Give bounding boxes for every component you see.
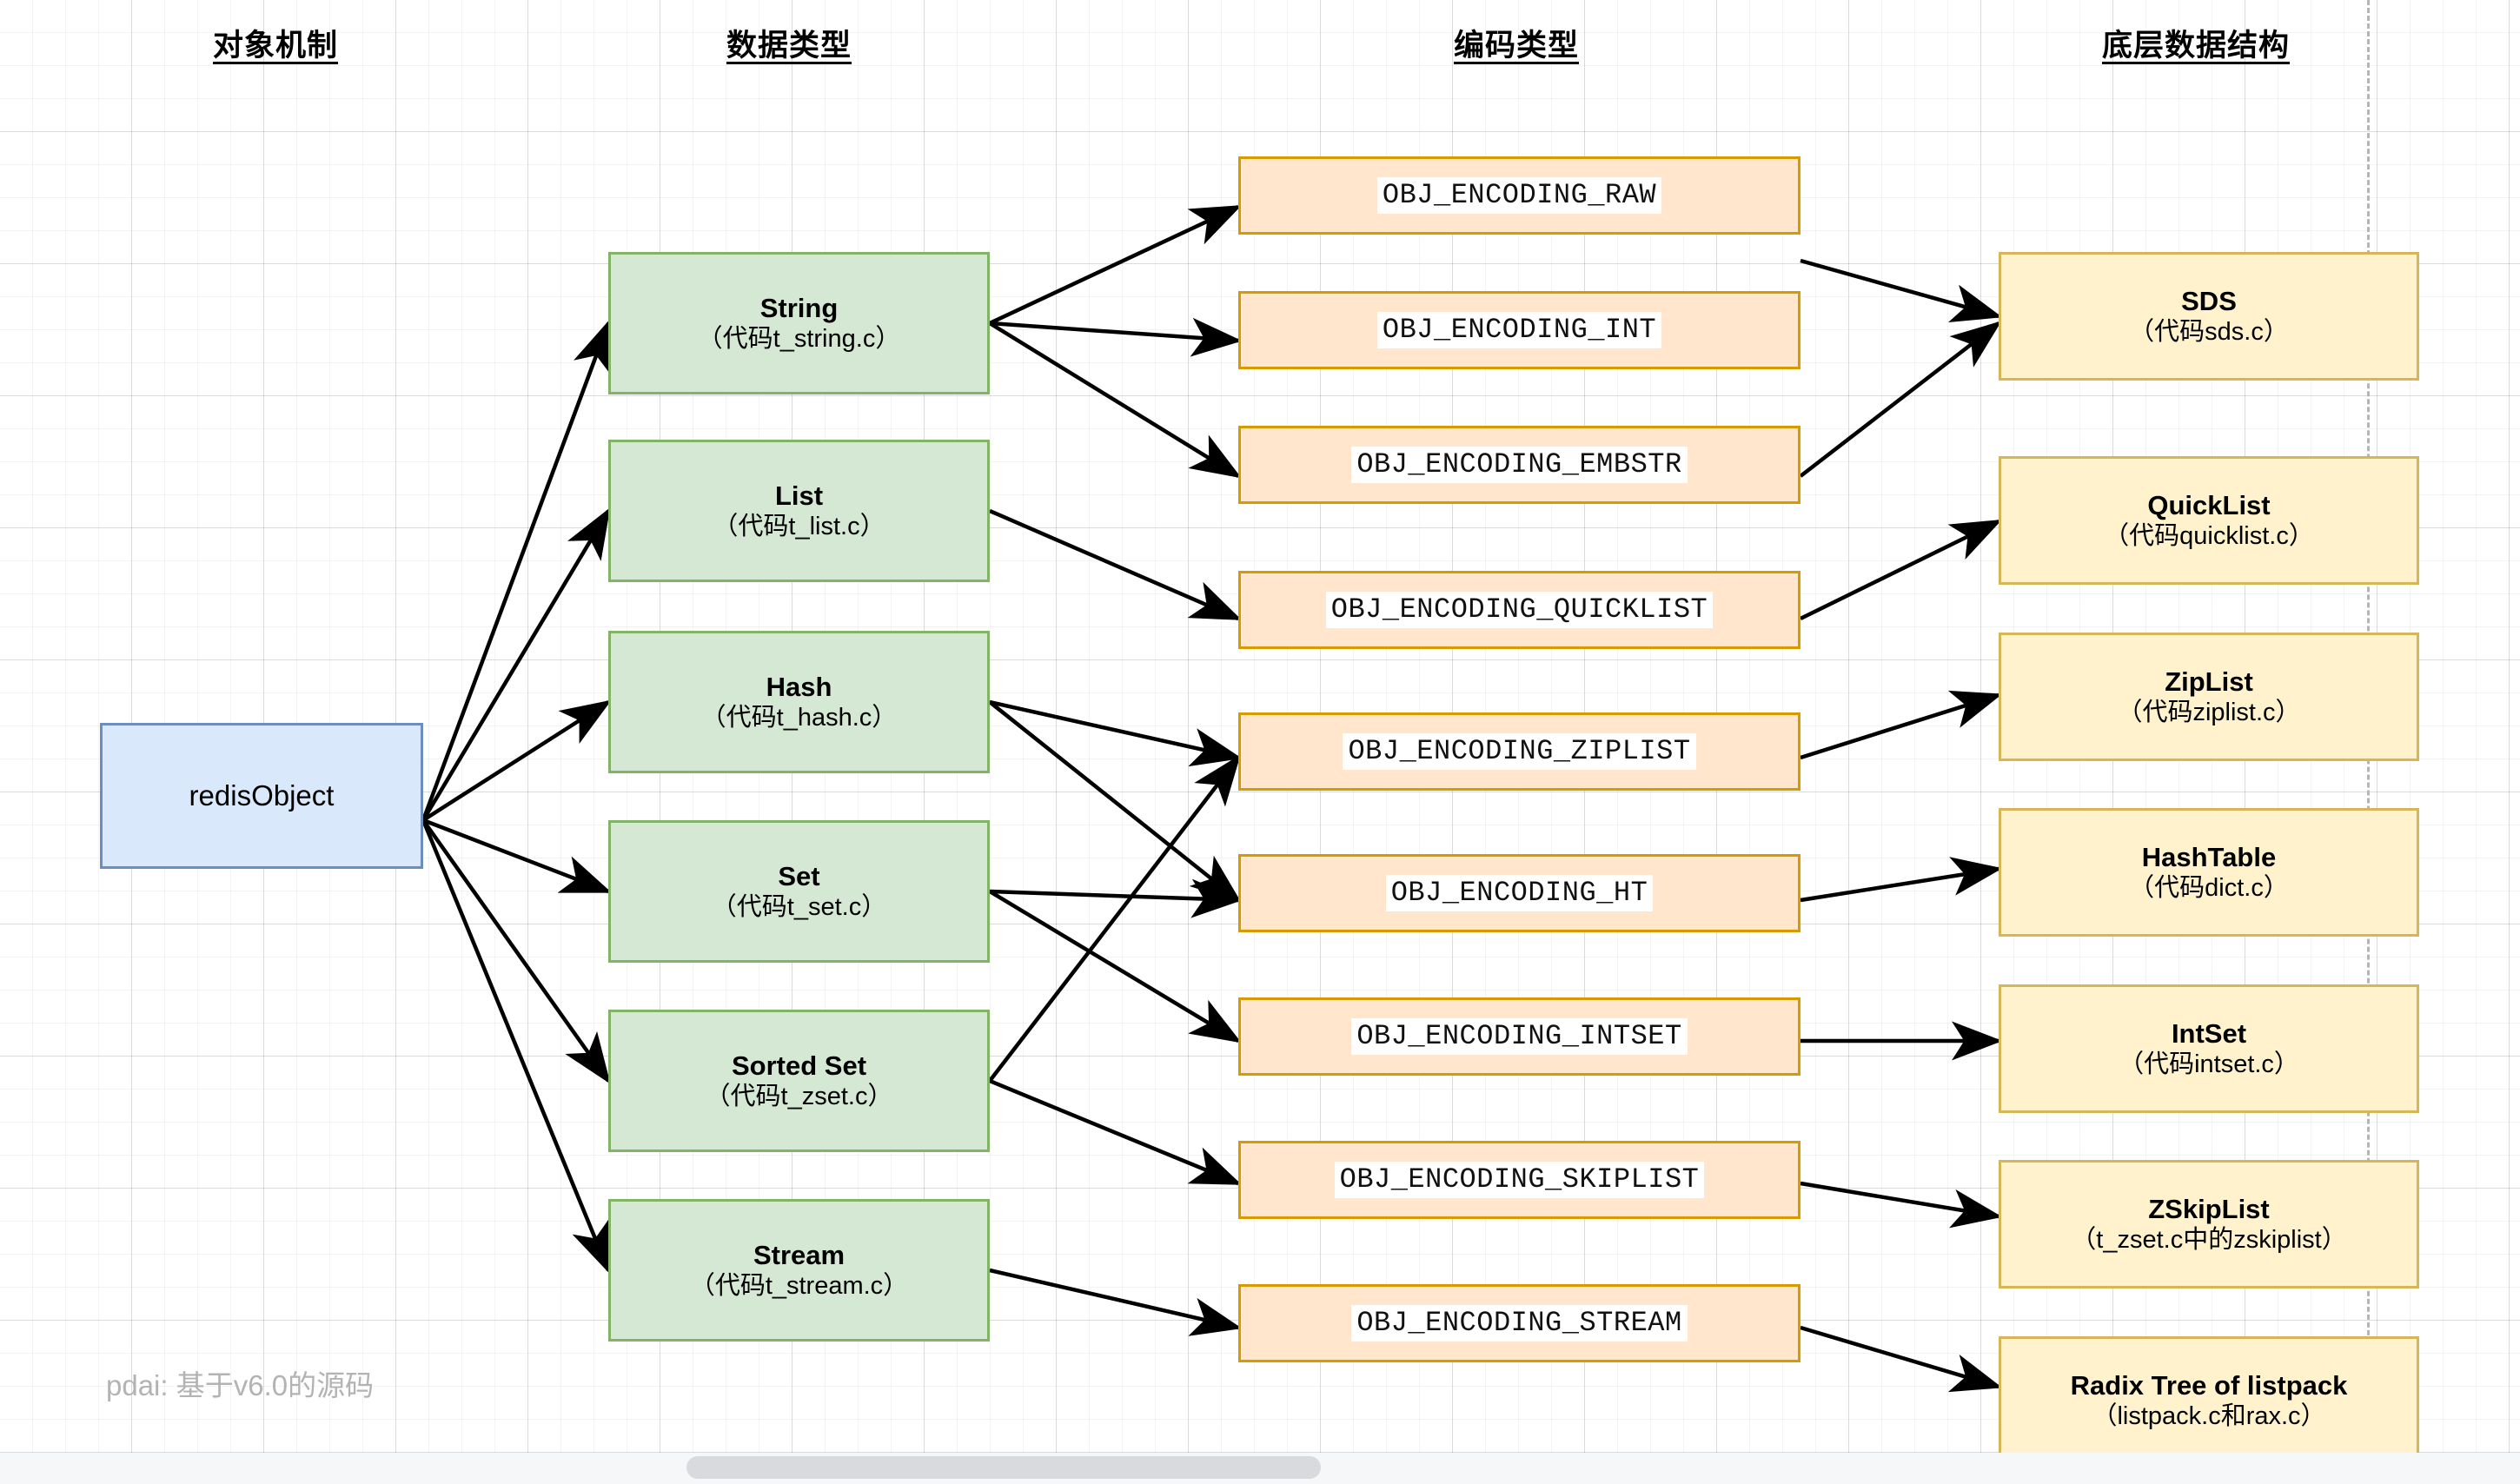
node-title: String xyxy=(759,292,839,323)
node-subtitle: （代码intset.c） xyxy=(2119,1050,2299,1079)
node-code-label: OBJ_ENCODING_STREAM xyxy=(1351,1305,1688,1342)
node-data-type-hash[interactable]: Hash （代码t_hash.c） xyxy=(608,631,990,773)
node-subtitle: （代码t_set.c） xyxy=(711,893,887,922)
node-structure-ziplist[interactable]: ZipList （代码ziplist.c） xyxy=(1999,633,2419,761)
node-title: IntSet xyxy=(2171,1017,2247,1049)
node-code-label: OBJ_ENCODING_INT xyxy=(1376,312,1662,348)
node-title: QuickList xyxy=(2147,489,2271,520)
node-redis-object-label: redisObject xyxy=(189,778,335,812)
node-redis-object[interactable]: redisObject xyxy=(100,723,423,869)
node-code-label: OBJ_ENCODING_HT xyxy=(1385,875,1654,911)
node-subtitle: （listpack.c和rax.c） xyxy=(2092,1402,2326,1431)
node-encoding-ziplist[interactable]: OBJ_ENCODING_ZIPLIST xyxy=(1238,712,1800,791)
column-header-data-type: 数据类型 xyxy=(726,29,852,63)
column-header-object-mechanism: 对象机制 xyxy=(212,29,339,63)
node-code-label: OBJ_ENCODING_EMBSTR xyxy=(1351,447,1688,483)
column-header-underlying-structure: 底层数据结构 xyxy=(2101,29,2291,63)
node-subtitle: （代码dict.c） xyxy=(2129,874,2289,903)
column-header-encoding-type: 编码类型 xyxy=(1453,29,1580,63)
node-structure-sds[interactable]: SDS （代码sds.c） xyxy=(1999,252,2419,381)
node-subtitle: （代码t_hash.c） xyxy=(700,704,898,732)
node-subtitle: （代码ziplist.c） xyxy=(2117,699,2301,727)
node-encoding-intset[interactable]: OBJ_ENCODING_INTSET xyxy=(1238,997,1800,1076)
node-encoding-ht[interactable]: OBJ_ENCODING_HT xyxy=(1238,854,1800,932)
node-code-label: OBJ_ENCODING_INTSET xyxy=(1351,1018,1688,1055)
horizontal-scrollbar-thumb[interactable] xyxy=(686,1456,1321,1479)
node-encoding-embstr[interactable]: OBJ_ENCODING_EMBSTR xyxy=(1238,426,1800,504)
node-structure-quicklist[interactable]: QuickList （代码quicklist.c） xyxy=(1999,456,2419,585)
node-data-type-sorted-set[interactable]: Sorted Set （代码t_zset.c） xyxy=(608,1010,990,1152)
node-data-type-set[interactable]: Set （代码t_set.c） xyxy=(608,820,990,963)
node-subtitle: （代码t_string.c） xyxy=(697,325,901,354)
node-encoding-int[interactable]: OBJ_ENCODING_INT xyxy=(1238,291,1800,369)
node-encoding-skiplist[interactable]: OBJ_ENCODING_SKIPLIST xyxy=(1238,1141,1800,1219)
node-code-label: OBJ_ENCODING_QUICKLIST xyxy=(1325,592,1714,628)
node-title: List xyxy=(774,480,824,511)
node-data-type-stream[interactable]: Stream （代码t_stream.c） xyxy=(608,1199,990,1342)
node-data-type-string[interactable]: String （代码t_string.c） xyxy=(608,252,990,394)
node-title: Stream xyxy=(753,1239,846,1270)
node-code-label: OBJ_ENCODING_ZIPLIST xyxy=(1343,733,1696,770)
horizontal-scrollbar-track[interactable] xyxy=(0,1453,2520,1484)
node-title: Sorted Set xyxy=(731,1050,867,1081)
node-code-label: OBJ_ENCODING_SKIPLIST xyxy=(1334,1162,1705,1198)
node-encoding-quicklist[interactable]: OBJ_ENCODING_QUICKLIST xyxy=(1238,571,1800,649)
node-title: SDS xyxy=(2181,285,2237,316)
node-structure-intset[interactable]: IntSet （代码intset.c） xyxy=(1999,984,2419,1113)
node-structure-hashtable[interactable]: HashTable （代码dict.c） xyxy=(1999,808,2419,937)
node-data-type-list[interactable]: List （代码t_list.c） xyxy=(608,440,990,582)
node-structure-radix-tree[interactable]: Radix Tree of listpack （listpack.c和rax.c… xyxy=(1999,1336,2419,1465)
node-subtitle: （代码sds.c） xyxy=(2129,318,2289,347)
watermark-text: pdai: 基于v6.0的源码 xyxy=(106,1369,375,1401)
node-title: HashTable xyxy=(2141,841,2277,872)
node-title: Radix Tree of listpack xyxy=(2070,1369,2348,1401)
node-subtitle: （代码t_list.c） xyxy=(713,513,885,541)
node-title: ZipList xyxy=(2165,666,2253,697)
node-title: ZSkipList xyxy=(2148,1193,2270,1224)
node-encoding-stream[interactable]: OBJ_ENCODING_STREAM xyxy=(1238,1284,1800,1362)
node-title: Hash xyxy=(766,671,832,702)
node-subtitle: （代码quicklist.c） xyxy=(2104,522,2314,551)
node-encoding-raw[interactable]: OBJ_ENCODING_RAW xyxy=(1238,156,1800,235)
node-subtitle: （t_zset.c中的zskiplist） xyxy=(2071,1226,2347,1255)
node-subtitle: （代码t_stream.c） xyxy=(689,1272,909,1301)
node-code-label: OBJ_ENCODING_RAW xyxy=(1376,177,1662,214)
node-title: Set xyxy=(778,860,820,891)
node-structure-zskiplist[interactable]: ZSkipList （t_zset.c中的zskiplist） xyxy=(1999,1160,2419,1289)
node-subtitle: （代码t_zset.c） xyxy=(705,1083,893,1111)
